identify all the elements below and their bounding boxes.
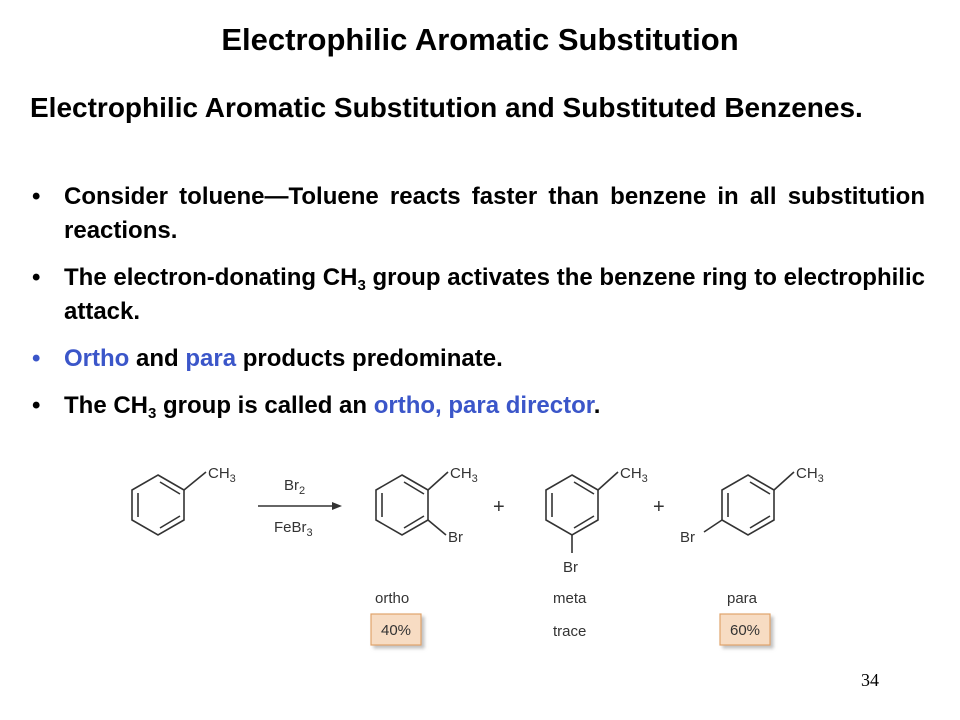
ortho-term: Ortho xyxy=(64,345,130,372)
double-bond xyxy=(749,481,771,495)
slide-title: Electrophilic Aromatic Substitution xyxy=(221,22,739,57)
bullet-list: • Consider toluene—Toluene reacts faster… xyxy=(30,180,925,436)
bullet-item: • Ortho and para products predominate. xyxy=(30,342,925,376)
double-bond xyxy=(159,515,181,529)
methyl-bond xyxy=(183,471,207,491)
bromine-label: Br xyxy=(680,529,695,546)
meta-bromotoluene-structure xyxy=(545,471,619,553)
para-term: para xyxy=(185,345,237,372)
ortho-yield: 40% xyxy=(381,622,411,639)
subscript: 3 xyxy=(148,405,157,422)
methyl-bond xyxy=(773,471,795,491)
reaction-scheme: CH3 Br2 FeBr3 CH3 Br + CH3 Br + CH3 Br xyxy=(131,465,824,646)
bromine-label: Br xyxy=(448,529,463,546)
para-yield: 60% xyxy=(730,622,760,639)
meta-label: meta xyxy=(553,590,587,607)
ortho-yield-box xyxy=(370,613,422,646)
bullet-text: products predominate. xyxy=(236,345,503,372)
reagent-bottom: FeBr3 xyxy=(274,519,313,539)
ortho-label: ortho xyxy=(375,590,409,607)
bullet-text: The CH xyxy=(64,392,148,419)
bullet-dot: • xyxy=(32,183,41,210)
benzene-ring xyxy=(375,474,429,536)
page-number: 34 xyxy=(861,670,879,690)
bullet-text: group activates the benzene ring to elec… xyxy=(64,264,925,325)
bullet-text: Consider toluene—Toluene reacts faster t… xyxy=(64,183,925,244)
double-bond xyxy=(403,515,425,529)
bromine-label: Br xyxy=(563,559,578,576)
methyl-label: CH3 xyxy=(450,465,478,485)
double-bond xyxy=(573,481,595,495)
bullet-item: • The electron-donating CH3 group activa… xyxy=(30,261,925,329)
ortho-bromotoluene-structure xyxy=(375,471,449,536)
plus-sign: + xyxy=(653,496,665,518)
bullet-dot: • xyxy=(32,345,41,372)
bullet-item: • The CH3 group is called an ortho, para… xyxy=(30,389,925,423)
bullet-dot: • xyxy=(32,264,41,291)
bullet-dot: • xyxy=(32,392,41,419)
reaction-arrow xyxy=(258,502,342,510)
para-label: para xyxy=(727,590,758,607)
bromine-bond xyxy=(427,519,447,536)
subscript: 3 xyxy=(357,277,366,294)
meta-yield: trace xyxy=(553,623,586,640)
para-yield-box xyxy=(719,613,771,646)
benzene-ring xyxy=(131,474,185,536)
double-bond xyxy=(573,515,595,529)
methyl-bond xyxy=(597,471,619,491)
benzene-ring xyxy=(721,474,775,536)
bullet-text: and xyxy=(129,345,186,372)
methyl-label: CH3 xyxy=(796,465,824,485)
plus-sign: + xyxy=(493,496,505,518)
reagent-top: Br2 xyxy=(284,477,305,497)
methyl-label: CH3 xyxy=(620,465,648,485)
toluene-structure xyxy=(131,471,207,536)
bullet-item: • Consider toluene—Toluene reacts faster… xyxy=(30,180,925,248)
double-bond xyxy=(749,515,771,529)
methyl-bond xyxy=(427,471,449,491)
double-bond xyxy=(159,481,181,495)
para-bromotoluene-structure xyxy=(703,471,795,536)
methyl-label: CH3 xyxy=(208,465,236,485)
bullet-text: . xyxy=(593,392,601,419)
bullet-text: The electron-donating CH xyxy=(64,264,358,291)
double-bond xyxy=(403,481,425,495)
bullet-text: group is called an xyxy=(156,392,374,419)
bromine-bond xyxy=(703,519,723,533)
slide-subtitle: Electrophilic Aromatic Substitution and … xyxy=(30,92,863,123)
benzene-ring xyxy=(545,474,599,536)
director-term: ortho, para director xyxy=(373,392,594,419)
